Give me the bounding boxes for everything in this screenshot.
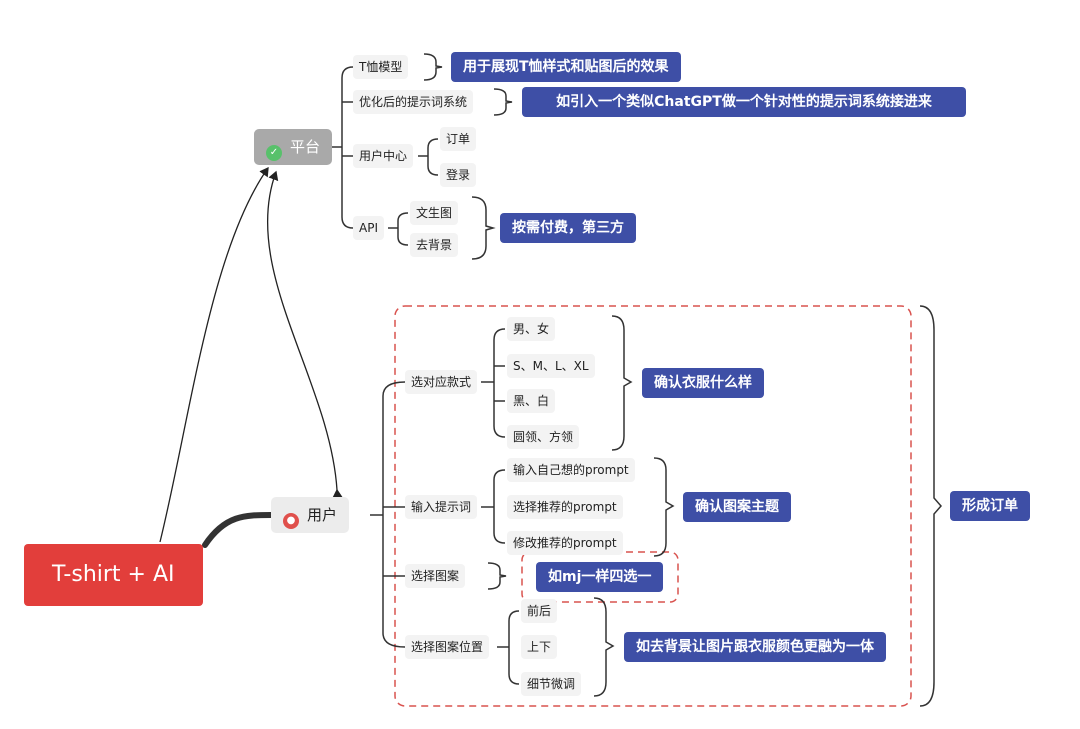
prompt-system-note[interactable]: 如引入一个类似ChatGPT做一个针对性的提示词系统接进来 xyxy=(522,87,966,117)
prompt-system-node[interactable]: 优化后的提示词系统 xyxy=(353,90,474,114)
pattern-node[interactable]: 选择图案 xyxy=(405,564,466,588)
root-node[interactable]: T-shirt + AI xyxy=(24,544,203,606)
platform-label: 平台 xyxy=(290,138,321,156)
prompt-option[interactable]: 选择推荐的prompt xyxy=(507,495,623,519)
position-option[interactable]: 细节微调 xyxy=(521,672,582,696)
tshirt-model-note[interactable]: 用于展现T恤样式和贴图后的效果 xyxy=(451,52,681,82)
tshirt-model-node[interactable]: T恤模型 xyxy=(353,55,409,79)
api-note[interactable]: 按需付费，第三方 xyxy=(500,213,636,243)
style-note[interactable]: 确认衣服什么样 xyxy=(642,368,764,398)
pattern-note[interactable]: 如mj一样四选一 xyxy=(536,562,664,592)
root-to-platform-line xyxy=(159,166,269,543)
position-option[interactable]: 上下 xyxy=(521,635,558,659)
order-node[interactable]: 订单 xyxy=(440,127,477,151)
person-icon: ● xyxy=(283,513,299,529)
api-node[interactable]: API xyxy=(353,216,384,240)
prompt-node[interactable]: 输入提示词 xyxy=(405,495,478,519)
summary-note[interactable]: 形成订单 xyxy=(950,491,1030,521)
platform-branches xyxy=(328,53,513,260)
user-platform-link xyxy=(266,170,343,499)
style-option[interactable]: 黑、白 xyxy=(507,389,556,413)
position-option[interactable]: 前后 xyxy=(521,599,558,623)
login-node[interactable]: 登录 xyxy=(440,163,477,187)
style-option[interactable]: S、M、L、XL xyxy=(507,354,595,378)
platform-node[interactable]: ✓ 平台 xyxy=(254,129,333,165)
user-node[interactable]: ● 用户 xyxy=(271,497,350,533)
remove-bg-node[interactable]: 去背景 xyxy=(410,233,459,257)
style-node[interactable]: 选对应款式 xyxy=(405,370,478,394)
root-to-user-line xyxy=(202,512,274,548)
position-node[interactable]: 选择图案位置 xyxy=(405,635,490,659)
user-label: 用户 xyxy=(307,506,338,524)
prompt-note[interactable]: 确认图案主题 xyxy=(683,492,791,522)
prompt-option[interactable]: 修改推荐的prompt xyxy=(507,531,623,555)
position-note[interactable]: 如去背景让图片跟衣服颜色更融为一体 xyxy=(624,632,886,662)
prompt-option[interactable]: 输入自己想的prompt xyxy=(507,458,635,482)
user-branches xyxy=(370,305,942,707)
text-to-image-node[interactable]: 文生图 xyxy=(410,201,459,225)
style-option[interactable]: 男、女 xyxy=(507,317,556,341)
pattern-dashed-box xyxy=(521,551,679,603)
style-option[interactable]: 圆领、方领 xyxy=(507,425,580,449)
shopping-cart-icon: ✓ xyxy=(266,145,282,161)
user-center-node[interactable]: 用户中心 xyxy=(353,144,414,168)
user-flow-dashed-box xyxy=(394,305,912,707)
